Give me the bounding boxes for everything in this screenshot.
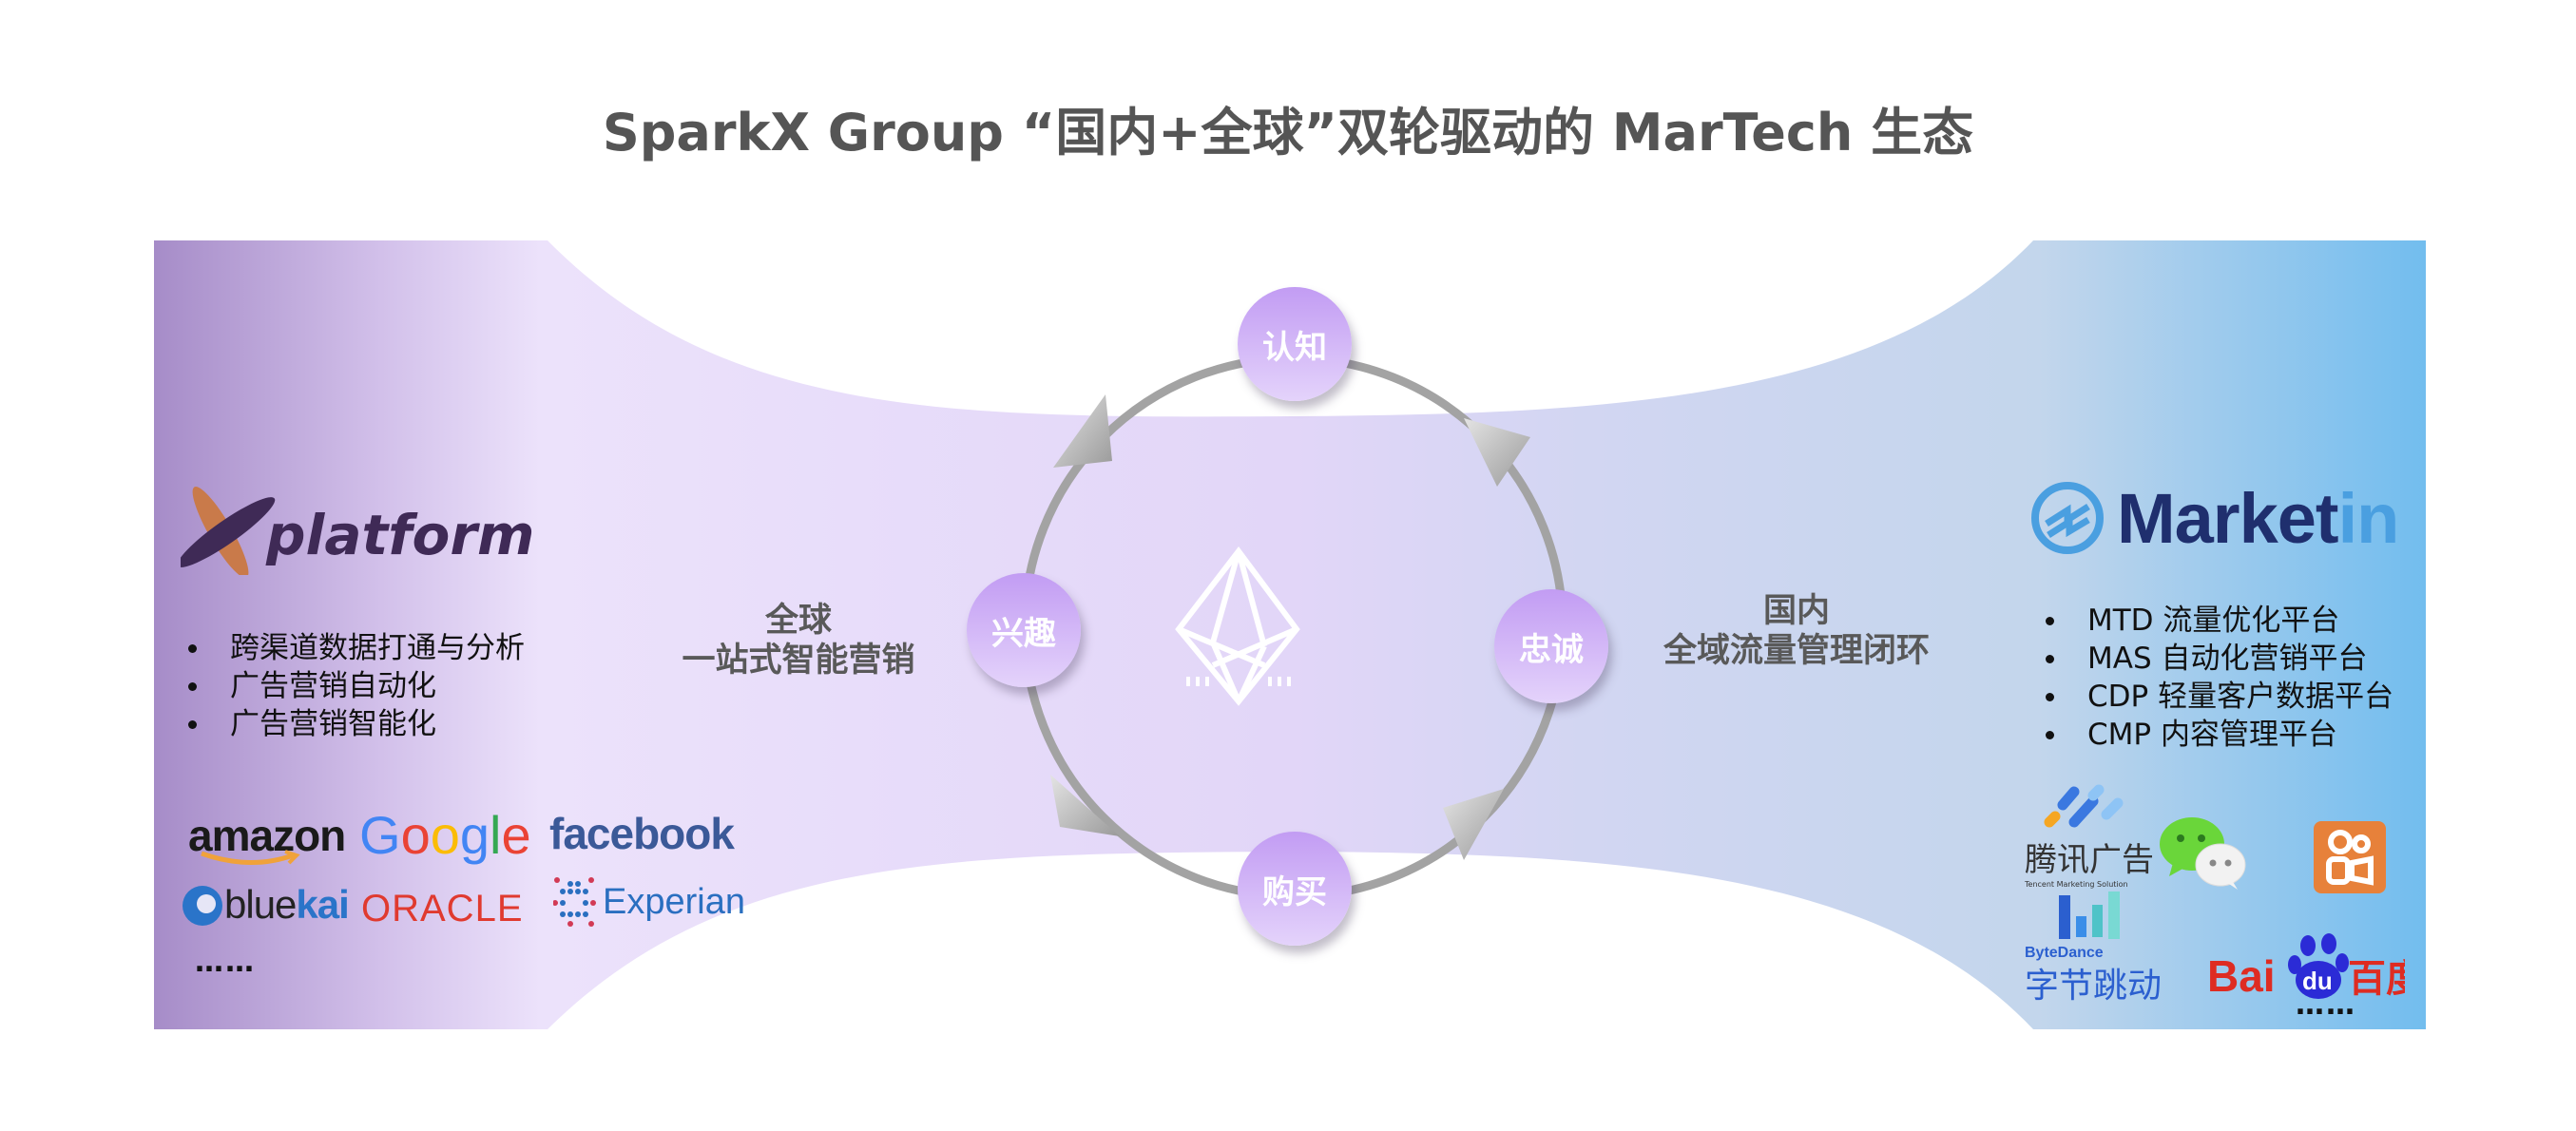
xplatform-logo-text: platform xyxy=(265,503,534,567)
list-item: 广告营销自动化 xyxy=(188,667,525,705)
list-item: CDP 轻量客户数据平台 xyxy=(2046,678,2393,716)
bullet-icon xyxy=(2046,617,2054,625)
list-item: 跨渠道数据打通与分析 xyxy=(188,629,525,667)
bullet-icon xyxy=(188,682,197,691)
experian-logo: Experian xyxy=(552,876,745,933)
amazon-logo-icon: amazon xyxy=(188,811,346,860)
bytedance-logo-text: 字节跳动 xyxy=(2025,967,2163,1006)
tencent-ads-logo-subtext: Tencent Marketing Solution xyxy=(2025,880,2128,889)
bullet-icon xyxy=(2046,731,2054,739)
experian-logo-text: Experian xyxy=(603,882,745,922)
bullet-icon xyxy=(188,720,197,729)
global-label: 全球 一站式智能营销 xyxy=(682,602,915,680)
crystal-dashes-icon xyxy=(1186,677,1291,686)
cycle-node-loyalty: 忠诚 xyxy=(1494,589,1608,703)
left-feature-list: 跨渠道数据打通与分析 广告营销自动化 广告营销智能化 xyxy=(188,629,525,743)
xplatform-logo: platform xyxy=(177,480,542,579)
cycle-node-purchase: 购买 xyxy=(1238,832,1352,946)
list-item: MTD 流量优化平台 xyxy=(2046,602,2393,640)
oracle-logo-icon: ORACLE xyxy=(361,888,524,930)
bullet-icon xyxy=(2046,693,2054,701)
amazon-logo: amazon xyxy=(188,810,346,865)
kuaishou-logo-icon xyxy=(2314,821,2386,893)
list-item: CMP 内容管理平台 xyxy=(2046,716,2393,754)
marketin-logo: Marketin xyxy=(2029,479,2399,560)
left-more-ellipsis: …… xyxy=(195,946,256,979)
bluekai-logo: bluekai xyxy=(181,882,350,931)
bytedance-logo: ByteDance 字节跳动 xyxy=(2025,891,2162,1007)
cycle-node-awareness: 认知 xyxy=(1238,287,1352,401)
tencent-ads-logo-icon xyxy=(2044,784,2124,828)
arrow-icon xyxy=(1050,775,1120,836)
marketin-logo-icon xyxy=(2031,482,2104,554)
domestic-label: 国内 全域流量管理闭环 xyxy=(1663,592,1930,670)
svg-text:du: du xyxy=(2302,967,2333,995)
cycle-node-interest: 兴趣 xyxy=(967,573,1081,687)
svg-text:百度: 百度 xyxy=(2348,957,2405,1001)
facebook-logo-icon: facebook xyxy=(549,809,735,858)
right-feature-list: MTD 流量优化平台 MAS 自动化营销平台 CDP 轻量客户数据平台 CMP … xyxy=(2046,602,2393,754)
marketin-logo-accent: in xyxy=(2337,479,2400,558)
arrow-icon xyxy=(1464,418,1530,487)
right-more-ellipsis: …… xyxy=(2296,988,2356,1022)
bullet-icon xyxy=(188,644,197,653)
list-item: 广告营销智能化 xyxy=(188,705,525,743)
xplatform-logo-icon: platform xyxy=(177,486,534,579)
tencent-ads-logo: 腾讯广告 Tencent Marketing Solution xyxy=(2025,784,2154,889)
tencent-ads-logo-text: 腾讯广告 xyxy=(2025,841,2154,879)
bullet-icon xyxy=(2046,655,2054,663)
arrow-icon xyxy=(1053,394,1112,468)
arrow-icon xyxy=(1443,789,1504,860)
crystal-icon xyxy=(1175,546,1300,706)
amazon-smile-icon xyxy=(201,850,300,865)
page-title: SparkX Group “国内+全球”双轮驱动的 MarTech 生态 xyxy=(602,103,1974,163)
list-item: MAS 自动化营销平台 xyxy=(2046,640,2393,678)
bytedance-logo-icon xyxy=(2059,891,2120,939)
bytedance-logo-subtext: ByteDance xyxy=(2025,945,2104,961)
google-logo-icon: Google xyxy=(359,805,531,865)
bluekai-logo-icon xyxy=(183,886,222,926)
svg-text:Bai: Bai xyxy=(2207,951,2276,1001)
marketin-logo-text: Market xyxy=(2117,479,2339,558)
wechat-logo-icon xyxy=(2160,817,2246,890)
experian-logo-icon xyxy=(552,877,596,927)
